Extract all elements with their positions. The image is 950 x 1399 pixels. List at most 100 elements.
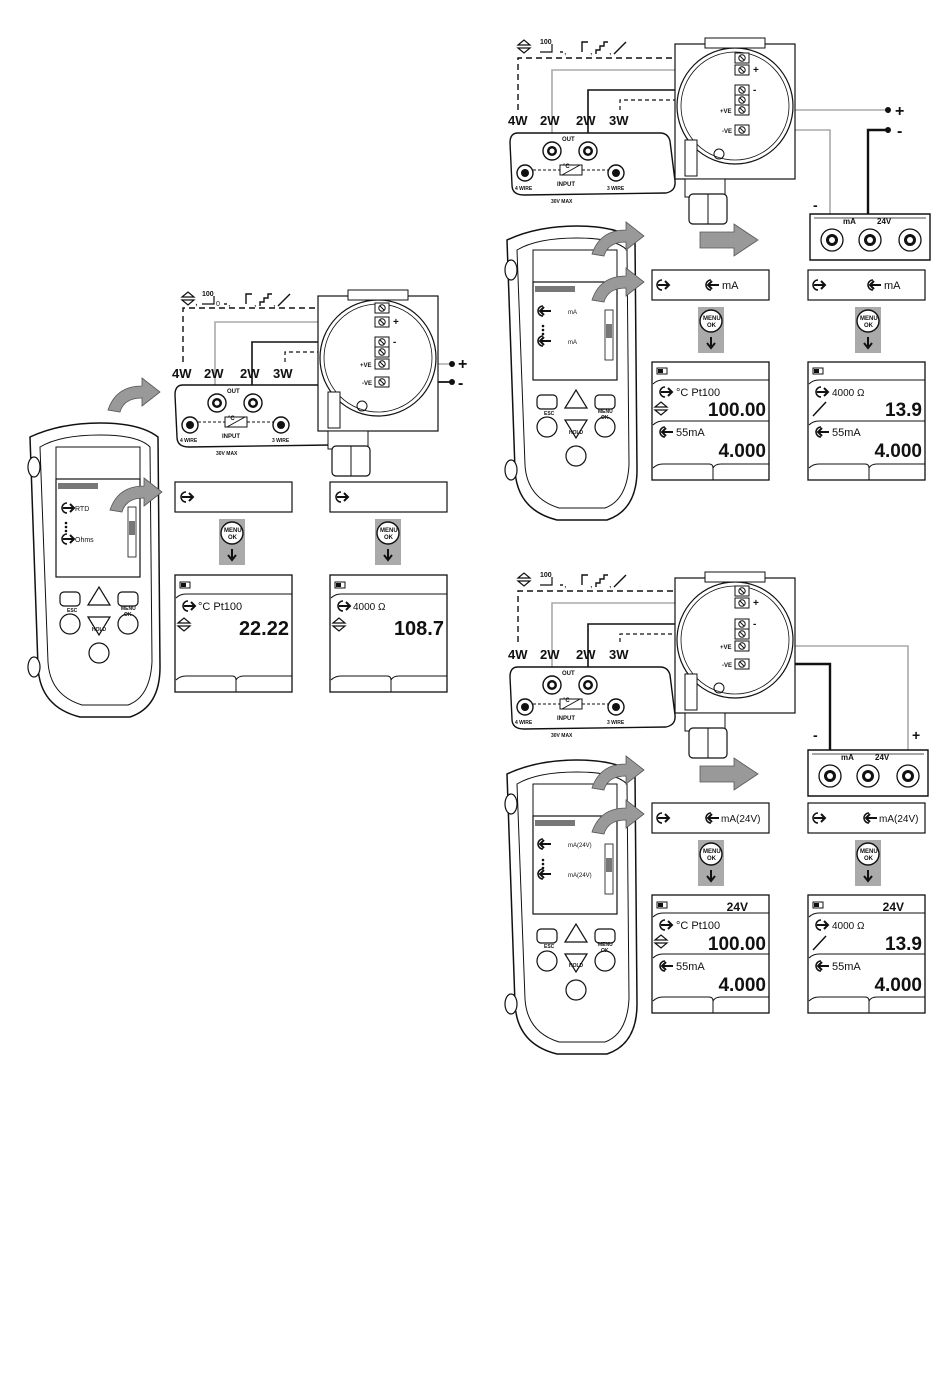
svg-text:INPUT: INPUT	[557, 182, 575, 188]
wire-3w: 3W	[273, 366, 293, 381]
svg-text:MENU[interactable]: MENU	[860, 316, 878, 322]
esc-key: ESC	[67, 608, 78, 614]
svg-text:OK: OK	[707, 323, 717, 329]
mode-select-box[interactable]	[329, 481, 448, 513]
svg-text:OUT: OUT	[562, 671, 575, 677]
svg-text:4000 Ω: 4000 Ω	[832, 921, 865, 932]
svg-text:mA: mA	[843, 217, 856, 226]
svg-text:MENU[interactable]: MENU	[703, 316, 721, 322]
jack-input-label: INPUT	[222, 434, 240, 440]
diagram-3: 100 4W 2W 2W 3W OUT °C INPUT 4 WIRE 3 WI…	[504, 571, 929, 1055]
svg-text:-: -	[753, 619, 756, 630]
wire-4w: 4W	[172, 366, 192, 381]
svg-text:-: -	[813, 197, 818, 213]
svg-text:4000 Ω: 4000 Ω	[353, 602, 386, 613]
mode-select-box[interactable]	[174, 481, 293, 513]
reading-value: 22.22	[239, 618, 289, 640]
menu-key: MENU	[121, 606, 136, 612]
svg-text:ESC: ESC	[544, 411, 555, 417]
svg-text:24V: 24V	[883, 900, 904, 914]
diagram-1: , 100 0 + - 4W 2W 2W 3W OUT °C INPUT 4 W…	[27, 289, 467, 718]
device-row-ohms: Ohms	[75, 537, 94, 544]
svg-text:°C: °C	[563, 698, 570, 704]
menu-ok-key[interactable]: MENU	[380, 528, 398, 534]
svg-text:HOLD: HOLD	[569, 430, 584, 436]
display-screen-a: °C Pt100 100.00 55mA 4.000	[651, 361, 770, 481]
svg-text:30V MAX: 30V MAX	[551, 733, 573, 739]
svg-text:4.000: 4.000	[874, 975, 922, 996]
ma-meter	[807, 749, 929, 811]
display-screen-b: 4000 Ω 13.9 55mA 4.000	[807, 361, 926, 481]
svg-text:+: +	[753, 65, 759, 76]
wire-2w: 2W	[204, 366, 224, 381]
svg-text:3 WIRE: 3 WIRE	[607, 186, 625, 192]
svg-text:OK: OK	[707, 856, 717, 862]
jack-unit-label: °C	[228, 416, 235, 422]
hold-key: HOLD	[92, 627, 107, 633]
svg-text:MENU[interactable]: MENU	[703, 849, 721, 855]
svg-text:100.00: 100.00	[708, 400, 766, 421]
svg-text:55mA: 55mA	[676, 427, 705, 439]
svg-text:24V: 24V	[727, 900, 748, 914]
svg-text:OK: OK	[601, 415, 609, 421]
display-screen-a: °C Pt100 22.22	[174, 574, 293, 693]
svg-text:100: 100	[540, 39, 552, 46]
supply-plus: +	[458, 356, 467, 373]
svg-text:mA(24V): mA(24V)	[879, 814, 918, 825]
updown-icon	[181, 291, 195, 306]
svg-text:4000 Ω: 4000 Ω	[832, 388, 865, 399]
svg-text:MENU: MENU	[598, 409, 613, 415]
svg-text:mA(24V): mA(24V)	[568, 843, 592, 849]
svg-text:mA(24V): mA(24V)	[721, 814, 760, 825]
svg-text:mA: mA	[884, 280, 901, 292]
svg-text:13.9: 13.9	[885, 400, 922, 421]
jack-out-label: OUT	[227, 389, 240, 395]
svg-text:MENU: MENU	[598, 942, 613, 948]
terminal-neg-ve: -VE	[362, 381, 372, 387]
ma-meter	[809, 213, 931, 275]
svg-text:OK: OK	[384, 535, 394, 541]
svg-text:INPUT: INPUT	[557, 716, 575, 722]
svg-text:+: +	[753, 598, 759, 609]
device-row-rtd: RTD	[75, 506, 89, 513]
diagram-2: 100 + - 4W 2W 2W 3W OUT °C INPUT 4 WIRE …	[504, 37, 931, 521]
display-screen-a: 24V °C Pt100 100.00 55mA 4.000	[651, 894, 770, 1014]
mode-select-box[interactable]	[651, 269, 770, 301]
svg-text:mA: mA	[568, 340, 577, 346]
svg-text:+: +	[912, 727, 920, 743]
svg-text:4.000: 4.000	[718, 975, 766, 996]
svg-text:55mA: 55mA	[832, 427, 861, 439]
svg-text:mA(24V): mA(24V)	[568, 873, 592, 879]
wire-2w: 2W	[240, 366, 260, 381]
svg-text:3W: 3W	[609, 113, 629, 128]
svg-text:100: 100	[540, 572, 552, 579]
svg-text:+: +	[895, 103, 904, 120]
calibrator-device	[27, 422, 161, 718]
svg-text:°C Pt100: °C Pt100	[676, 387, 720, 399]
terminal-minus: -	[393, 337, 396, 348]
mode-select-box[interactable]	[651, 802, 770, 834]
svg-text:2W: 2W	[576, 647, 596, 662]
input-jack-panel	[174, 384, 341, 448]
svg-text:55mA: 55mA	[676, 961, 705, 973]
svg-text:55mA: 55mA	[832, 961, 861, 973]
svg-text:OK: OK	[864, 323, 874, 329]
svg-text:MENU[interactable]: MENU	[860, 849, 878, 855]
svg-text:4W: 4W	[508, 647, 528, 662]
svg-text:OUT: OUT	[562, 137, 575, 143]
svg-text:-: -	[813, 727, 818, 743]
svg-text:°C: °C	[563, 164, 570, 170]
terminal-plus: +	[393, 317, 399, 328]
svg-text:-VE: -VE	[722, 663, 732, 669]
svg-text:2W: 2W	[576, 113, 596, 128]
mode-select-box[interactable]	[807, 269, 926, 301]
svg-text:-VE: -VE	[722, 129, 732, 135]
svg-text:2W: 2W	[540, 647, 560, 662]
svg-text:100.00: 100.00	[708, 934, 766, 955]
svg-text:0: 0	[216, 301, 220, 308]
menu-ok-key[interactable]: MENU	[224, 528, 242, 534]
svg-text:HOLD: HOLD	[569, 963, 584, 969]
svg-text:°C Pt100: °C Pt100	[676, 920, 720, 932]
reading-value: 108.7	[394, 618, 444, 640]
